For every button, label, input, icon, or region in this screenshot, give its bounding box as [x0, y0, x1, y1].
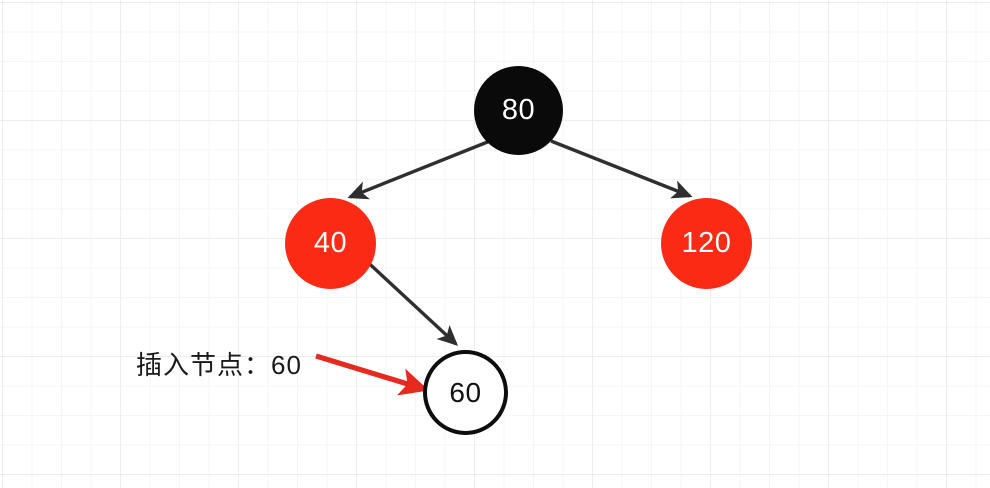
- insert-node-annotation: 插入节点：60: [136, 350, 302, 380]
- tree-node-40[interactable]: 40: [285, 198, 376, 289]
- tree-node-120-label: 120: [681, 227, 732, 259]
- edge-root-to-right: [550, 139, 693, 199]
- tree-node-60-label: 60: [449, 376, 482, 408]
- tree-node-80[interactable]: 80: [474, 66, 563, 155]
- tree-node-60[interactable]: 60: [423, 350, 508, 435]
- annotation-pointer-arrow: [315, 353, 429, 396]
- tree-node-40-label: 40: [313, 227, 348, 259]
- tree-node-120[interactable]: 120: [661, 198, 752, 289]
- tree-node-80-label: 80: [501, 94, 536, 126]
- edge-root-to-left: [347, 139, 491, 200]
- edge-left-to-new: [359, 254, 458, 346]
